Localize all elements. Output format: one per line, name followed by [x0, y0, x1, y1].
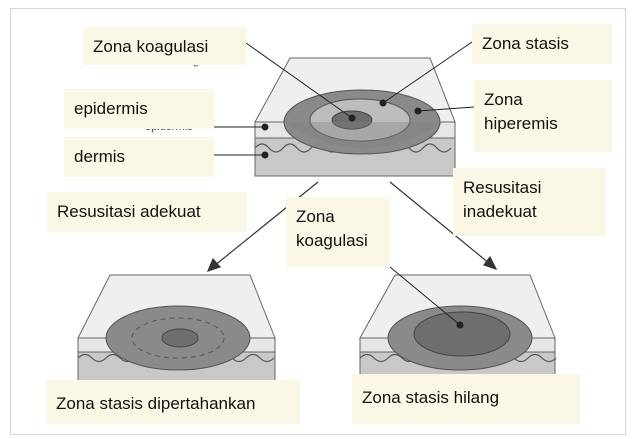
zone-coagulation-right-expanded [414, 312, 510, 356]
label-zona-koagulasi-top: Zona koagulasi [83, 27, 246, 65]
label-epidermis: epidermis [64, 89, 214, 129]
label-resusitasi-inadekuat: Resusitasi inadekuat [453, 168, 606, 236]
label-zona-hiperemis: Zona hiperemis [474, 80, 612, 152]
zone-coagulation-left [162, 329, 198, 347]
bottom-left-skin-block [78, 275, 275, 382]
label-zona-koagulasi-mid-line1: Zona [296, 205, 380, 229]
label-resusitasi-inadekuat-line1: Resusitasi [463, 176, 596, 200]
label-zona-stasis: Zona stasis [472, 24, 612, 64]
label-zona-hiperemis-line2: hiperemis [484, 112, 602, 136]
label-zona-stasis-dipertahankan: Zona stasis dipertahankan [46, 380, 300, 424]
label-resusitasi-adekuat: Resusitasi adekuat [47, 192, 247, 232]
label-resusitasi-inadekuat-line2: inadekuat [463, 200, 596, 224]
label-zona-stasis-hilang: Zona stasis hilang [352, 374, 580, 424]
label-zona-hiperemis-line1: Zona [484, 88, 602, 112]
bottom-right-skin-block [360, 275, 556, 382]
label-dermis: dermis [64, 137, 214, 177]
label-zona-koagulasi-mid: Zona koagulasi [286, 197, 390, 267]
label-zona-koagulasi-mid-line2: koagulasi [296, 229, 380, 253]
